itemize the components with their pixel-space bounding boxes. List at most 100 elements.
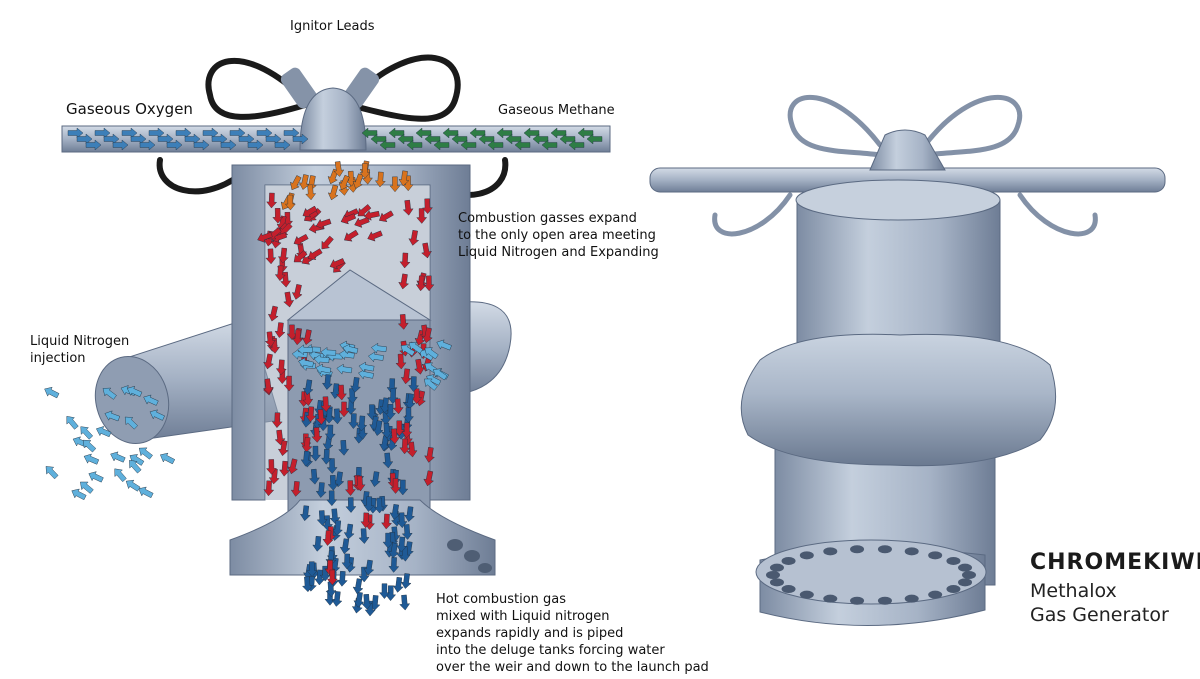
nitrogen-flow-arrow: [71, 488, 87, 501]
nitrogen-flow-arrow: [82, 439, 97, 453]
oxygen-flow-arrow: [229, 127, 246, 139]
nitrogen-flow-arrow: [336, 363, 353, 375]
mixed-flow-arrow: [346, 388, 358, 404]
hot-gas-flow-arrow: [414, 329, 426, 346]
nitrogen-flow-arrow: [433, 368, 448, 381]
oxygen-flow-arrow: [148, 127, 165, 139]
hot-gas-flow-arrow: [389, 428, 400, 445]
mixed-flow-arrow: [321, 448, 332, 465]
hot-gas-flow-arrow: [291, 284, 303, 300]
hot-gas-flow-arrow: [274, 265, 286, 282]
mixed-flow-arrow: [300, 450, 312, 467]
hot-gas-flow-arrow: [423, 470, 435, 487]
nitrogen-flow-arrow: [138, 486, 154, 499]
mixed-flow-arrow: [374, 497, 385, 514]
hot-gas-flow-arrow: [415, 275, 427, 292]
combustion-flow-arrow: [374, 171, 386, 188]
flange-hole: [823, 547, 838, 556]
flange-hole: [877, 545, 892, 554]
mixed-flow-arrow: [310, 445, 321, 462]
mixed-flow-arrow: [345, 497, 357, 513]
hot-gas-flow-arrow: [338, 401, 350, 418]
methane-flow-arrow: [496, 127, 513, 139]
mixed-flow-arrow: [396, 536, 408, 553]
nitrogen-flow-arrow: [114, 468, 127, 483]
hot-gas-flow-arrow: [283, 291, 295, 308]
hot-gas-flow-arrow: [392, 398, 404, 415]
hot-gas-flow-arrow: [367, 230, 383, 242]
hot-gas-flow-arrow: [379, 210, 394, 223]
mixed-flow-arrow: [381, 422, 393, 439]
mixed-flow-arrow: [302, 379, 314, 396]
exterior-torus: [740, 333, 1057, 467]
methane-flow-arrow: [487, 139, 504, 151]
mixed-flow-arrow: [324, 424, 336, 441]
combustion-flow-arrow: [298, 174, 310, 190]
nitrogen-flow-arrow: [313, 354, 330, 365]
oxygen-flow-arrow: [256, 127, 273, 139]
nitrogen-flow-arrow: [358, 361, 375, 373]
mixed-flow-arrow: [350, 377, 361, 393]
mixed-flow-arrow: [325, 581, 337, 598]
nitrogen-flow-arrow: [298, 357, 314, 368]
mixed-flow-arrow: [404, 506, 415, 522]
mixed-flow-arrow: [333, 471, 345, 488]
mixed-flow-arrow: [316, 510, 328, 526]
mixed-flow-arrow: [389, 504, 401, 520]
hot-gas-flow-arrow: [329, 258, 346, 270]
nitrogen-flow-arrow: [436, 339, 452, 351]
label-ignitor-leads: Ignitor Leads: [290, 19, 375, 34]
hot-gas-flow-arrow: [264, 331, 276, 348]
flange-hole: [823, 594, 838, 603]
hot-gas-flow-arrow: [414, 358, 425, 375]
nitrogen-flow-arrow: [160, 452, 176, 465]
flange-hole: [958, 578, 973, 587]
oxygen-flow-arrow: [193, 139, 210, 151]
mixed-flow-arrow: [361, 594, 373, 610]
hot-gas-flow-arrow: [302, 390, 314, 406]
mixed-flow-arrow: [356, 415, 368, 432]
hot-gas-flow-arrow: [301, 329, 313, 346]
nitrogen-line-1: Liquid Nitrogen: [30, 334, 130, 349]
mixed-flow-arrow: [312, 536, 324, 552]
hot-gas-flow-arrow: [274, 322, 286, 338]
hot-line-2: mixed with Liquid nitrogen: [436, 609, 610, 624]
flange-hole: [850, 596, 865, 605]
hot-gas-flow-arrow: [283, 375, 295, 392]
hot-gas-flow-arrow: [311, 427, 323, 443]
cutaway-view: [44, 54, 611, 617]
hot-gas-flow-arrow: [292, 329, 303, 346]
nitrogen-flow-arrow: [96, 426, 112, 438]
methane-flow-arrow: [442, 127, 459, 139]
title-gas-generator: Gas Generator: [1030, 604, 1169, 626]
hot-gas-flow-arrow: [357, 204, 372, 217]
nitrogen-flow-arrow: [342, 343, 359, 355]
label-gaseous-oxygen: Gaseous Oxygen: [66, 100, 193, 118]
mixed-flow-arrow: [331, 408, 343, 425]
mixed-flow-arrow: [348, 413, 359, 429]
hot-gas-flow-arrow: [277, 440, 289, 457]
flange-hole: [958, 563, 973, 572]
flange-hole: [781, 556, 796, 565]
hot-gas-flow-arrow: [322, 530, 334, 546]
hot-line-3: expands rapidly and is piped: [436, 626, 624, 641]
hot-gas-flow-arrow: [272, 208, 284, 224]
methane-flow-arrow: [406, 139, 423, 151]
oxygen-flow-arrow: [211, 133, 228, 145]
mixed-flow-arrow: [338, 440, 350, 456]
flange-hole: [799, 590, 814, 599]
oxygen-flow-arrow: [175, 127, 192, 139]
mixed-flow-arrow: [332, 520, 343, 536]
hot-gas-flow-arrow: [401, 422, 413, 439]
mixed-flow-arrow: [382, 452, 394, 469]
hot-gas-flow-arrow: [399, 252, 411, 269]
nitrogen-flow-arrow: [408, 341, 424, 354]
hot-gas-flow-arrow: [266, 192, 278, 209]
nitrogen-flow-arrow: [83, 453, 100, 465]
oxygen-flow-arrow: [121, 127, 138, 139]
mixed-flow-arrow: [379, 435, 390, 452]
oxygen-flow-arrow: [130, 133, 147, 145]
nitrogen-flow-arrow: [315, 363, 332, 375]
nitrogen-flow-arrow: [297, 344, 313, 356]
